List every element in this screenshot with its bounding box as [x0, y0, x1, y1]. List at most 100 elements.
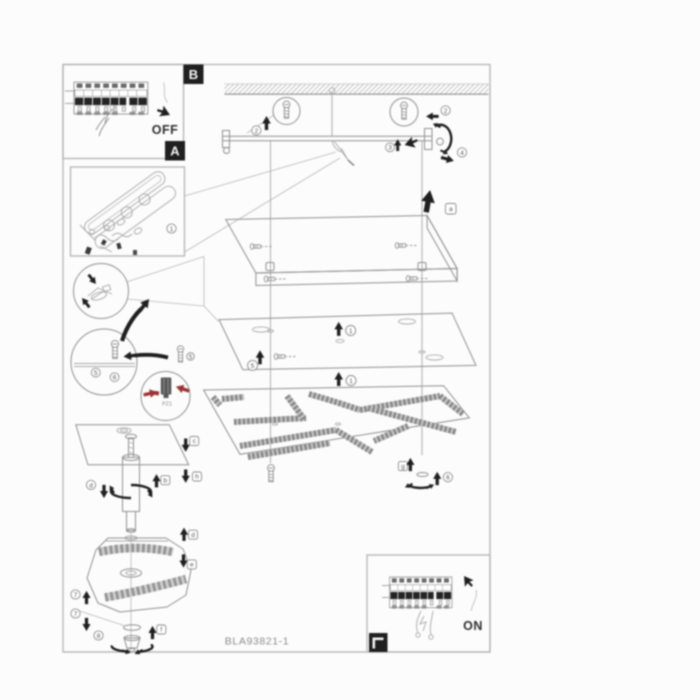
callout-shade-bottom: 8 — [97, 633, 101, 640]
arrow-down-canopy-edge-top — [181, 438, 190, 452]
arrow-down-shade-left — [82, 617, 91, 632]
mounting-bar — [222, 87, 444, 167]
arrow-up-shade-left — [82, 590, 91, 605]
callout-badge-circle — [440, 105, 451, 116]
screw-icon — [273, 353, 297, 360]
crystal-chain — [372, 423, 410, 444]
power-on-panel: ON — [366, 554, 491, 653]
off-label: OFF — [152, 123, 179, 137]
callout-plate-bottom: 1 — [349, 378, 353, 385]
callout-deco-washer: g — [401, 463, 405, 470]
detail-circle-bit: PZ1 — [140, 371, 191, 421]
red-arrow-right — [174, 382, 191, 396]
cursor-icon-on — [462, 576, 475, 589]
screw-icon — [282, 100, 291, 119]
cursor-icon-bar — [404, 135, 420, 151]
screw-icon — [400, 101, 408, 120]
screw-icon — [405, 275, 429, 282]
leader-lines — [79, 114, 341, 626]
breaker-row-off — [64, 81, 149, 116]
crystal-chain — [210, 395, 223, 407]
magnifier-screw-right — [389, 97, 419, 127]
callout-parts: 1 — [170, 226, 174, 233]
callout-badge-square — [156, 624, 167, 635]
callout-plate-top: 1 — [349, 328, 353, 335]
crystal-chain — [367, 405, 457, 435]
arrow-up-rod-bottom — [179, 527, 189, 541]
callout-rod-bottom: d — [191, 532, 195, 539]
screw-icon — [263, 275, 287, 283]
margin-callouts: h — [192, 471, 202, 482]
shade-assembly: d e 7 7 8 f — [70, 527, 198, 657]
crystal-chain — [247, 440, 331, 460]
callout-canopy-rotate: d — [89, 482, 93, 489]
callout-badge-circle — [166, 223, 177, 234]
decor-plate-callouts: g 6 — [267, 457, 453, 491]
arrow-icon — [403, 481, 414, 490]
callout-bar-mid: 3 — [388, 145, 392, 152]
callout-badge-square — [192, 471, 202, 482]
callout-badge-circle — [70, 589, 81, 600]
suspension-wires — [270, 141, 423, 463]
arrow-bar-far-right — [439, 153, 455, 165]
crystal-chain — [239, 427, 337, 449]
arrow-up-plate-bottom — [334, 372, 343, 386]
detail-circle-clip — [73, 263, 129, 319]
callout-badge-circle — [385, 142, 395, 153]
callout-margin-square: h — [195, 474, 199, 481]
step-a-label: A — [170, 144, 180, 159]
callout-shade-finial: f — [160, 627, 162, 634]
bold-arrows: 5 — [119, 296, 195, 363]
screw-icon — [176, 345, 185, 363]
callout-badge-circle — [109, 372, 120, 383]
callout-badge-square — [445, 203, 457, 215]
callout-badge-circle — [70, 608, 81, 619]
crystal-chain — [334, 427, 374, 455]
callout-badge-circle — [247, 359, 259, 371]
breaker-row-on — [381, 576, 453, 610]
step-b-label: B — [189, 67, 198, 82]
finish-corner-badge — [369, 633, 388, 652]
callout-plate-left: 5 — [251, 363, 255, 370]
callout-badge-square — [186, 559, 197, 570]
base-plate: 1 5 1 — [218, 312, 477, 386]
screw-icon — [110, 339, 120, 359]
callout-badge-square — [397, 461, 408, 472]
callout-deco-right: 6 — [446, 475, 450, 482]
screw-icon — [394, 242, 418, 249]
crystal-chain — [308, 391, 361, 413]
callout-badge-circle — [90, 367, 101, 378]
crystal-chain — [221, 394, 245, 402]
callout-detail-a: 5 — [94, 370, 98, 377]
arrow-up-canopy-inner — [152, 474, 161, 488]
callout-badge-circle — [345, 375, 357, 386]
hand-sketch-on — [419, 615, 427, 632]
bit-label: PZ1 — [162, 402, 172, 408]
ceiling-hatch — [224, 83, 489, 95]
arrow-down-canopy-left — [99, 484, 109, 499]
arrow-icon — [85, 272, 99, 287]
crystal-chain — [284, 394, 307, 421]
wires-sketch-on — [416, 610, 434, 636]
arrow-up-plate-top — [334, 321, 343, 336]
callout-badge-circle — [251, 125, 262, 136]
callout-bar-right: 2 — [444, 108, 448, 115]
arrow-down-canopy-edge-mid — [181, 469, 190, 483]
magnifier-screw-left — [272, 97, 301, 125]
bar-callouts: 2 2 3 4 — [251, 105, 468, 165]
callout-badge-square — [188, 529, 198, 540]
callout-shade-left-upper: 7 — [74, 592, 78, 599]
callout-badge-circle — [456, 147, 468, 158]
arrow-up-plate-left — [255, 350, 265, 365]
callout-lift-plate: a — [449, 206, 453, 213]
callout-badge-circle — [442, 472, 453, 483]
corner-return-icon — [372, 637, 384, 649]
step-b-badge — [183, 64, 204, 84]
callout-canopy-right-lower: c — [193, 438, 197, 445]
parts-panel: 1 — [69, 166, 186, 257]
callout-badge-circle — [186, 352, 195, 361]
callout-side-screw: 5 — [189, 354, 193, 361]
callout-shade-left-lower: 7 — [74, 611, 78, 618]
